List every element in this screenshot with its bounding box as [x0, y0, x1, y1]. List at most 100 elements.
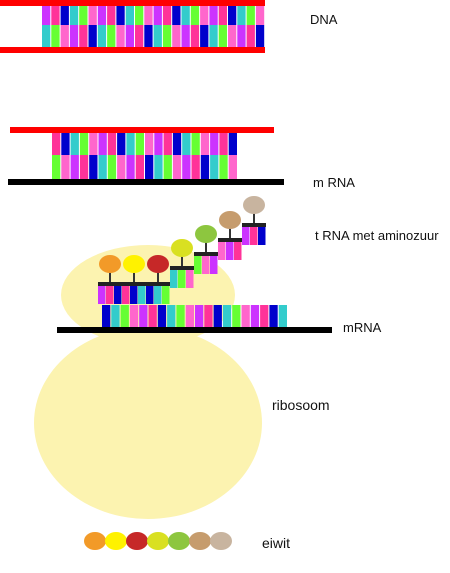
template-base	[117, 133, 126, 155]
dna-base-top	[42, 6, 51, 25]
dna-base-top	[60, 6, 69, 25]
dna-base-bottom	[125, 25, 134, 47]
dna-base-top	[144, 6, 153, 25]
anticodon-base	[106, 286, 114, 304]
anticodon-base	[218, 242, 226, 260]
transcription-complex	[8, 127, 284, 185]
trna-bar	[170, 266, 194, 270]
anticodon-base	[226, 242, 234, 260]
dna-base-top	[209, 6, 218, 25]
trna-bar	[194, 252, 218, 256]
mrna-base	[260, 305, 269, 327]
trna-bar	[146, 282, 170, 286]
mrna-base	[129, 305, 139, 327]
dna-base-bottom	[51, 25, 60, 47]
template-base	[191, 133, 200, 155]
rna-base	[135, 155, 144, 179]
dna-base-bottom	[162, 25, 172, 47]
dna-base-top	[181, 6, 190, 25]
dna-base-bottom	[97, 25, 107, 47]
dna-molecule	[0, 0, 265, 53]
protein-amino-acid	[189, 532, 211, 550]
mrna-label: mRNA	[343, 320, 382, 335]
protein-amino-acid	[168, 532, 190, 550]
dna-base-top	[190, 6, 200, 25]
protein-amino-acid	[126, 532, 148, 550]
rna-base	[126, 155, 135, 179]
template-base	[200, 133, 210, 155]
template-base	[145, 133, 154, 155]
mrna-base	[111, 305, 120, 327]
trna-bar	[218, 238, 242, 242]
template-base	[61, 133, 70, 155]
dna-base-top	[228, 6, 237, 25]
anticodon-base	[178, 270, 186, 288]
ribosome-large-subunit	[34, 327, 262, 519]
dna-base-bottom	[144, 25, 153, 47]
rna-base	[228, 155, 237, 179]
rna-base	[163, 155, 172, 179]
dna-base-bottom	[135, 25, 144, 47]
amino-acid	[219, 211, 241, 229]
mrna-base	[278, 305, 287, 327]
mrna-base	[222, 305, 232, 327]
protein-amino-acid	[210, 532, 232, 550]
template-base	[98, 133, 107, 155]
mrna-base	[157, 305, 167, 327]
template-base	[154, 133, 163, 155]
protein-chain	[84, 532, 232, 550]
dna-base-top	[200, 6, 209, 25]
dna-base-top	[125, 6, 134, 25]
dna-base-top	[237, 6, 246, 25]
amino-acid	[195, 225, 217, 243]
dna-base-bottom	[107, 25, 116, 47]
anticodon-base	[186, 270, 194, 288]
mrna-base	[167, 305, 176, 327]
rna-base	[200, 155, 210, 179]
rna-base	[98, 155, 107, 179]
template-base	[172, 133, 182, 155]
trna-bar	[122, 282, 146, 286]
dna-base-top	[162, 6, 172, 25]
mrna-base	[148, 305, 157, 327]
dna-base-bottom	[88, 25, 97, 47]
anticodon-base	[98, 286, 106, 304]
mrna-base	[241, 305, 250, 327]
dna-base-bottom	[209, 25, 218, 47]
template-strand	[10, 127, 274, 133]
mrna-base	[269, 305, 278, 327]
dna-label: DNA	[310, 12, 338, 27]
dna-strand-top	[0, 0, 265, 6]
mrna-base	[185, 305, 194, 327]
amino-acid	[123, 255, 145, 273]
anticodon-base	[138, 286, 146, 304]
template-base	[135, 133, 144, 155]
rna-base	[210, 155, 219, 179]
mrna-base	[176, 305, 185, 327]
rna-base	[145, 155, 154, 179]
anticodon-base	[130, 286, 138, 304]
rna-base	[79, 155, 89, 179]
dna-base-top	[51, 6, 60, 25]
rna-base	[52, 155, 61, 179]
rna-base	[89, 155, 98, 179]
dna-base-top	[135, 6, 144, 25]
dna-base-bottom	[181, 25, 190, 47]
mrna-base	[250, 305, 260, 327]
amino-acid	[243, 196, 265, 214]
amino-acid	[99, 255, 121, 273]
anticodon-base	[154, 286, 162, 304]
mrna-base	[204, 305, 213, 327]
dna-base-top	[246, 6, 255, 25]
mrna-strand	[57, 327, 332, 333]
template-base	[52, 133, 61, 155]
dna-base-bottom	[69, 25, 79, 47]
dna-base-bottom	[246, 25, 255, 47]
anticodon-base	[234, 242, 242, 260]
mrna-base	[139, 305, 148, 327]
mrna-strand-group	[57, 305, 332, 333]
dna-base-bottom	[255, 25, 265, 47]
anticodon-base	[202, 256, 210, 274]
anticodon-base	[146, 286, 154, 304]
template-base	[126, 133, 135, 155]
